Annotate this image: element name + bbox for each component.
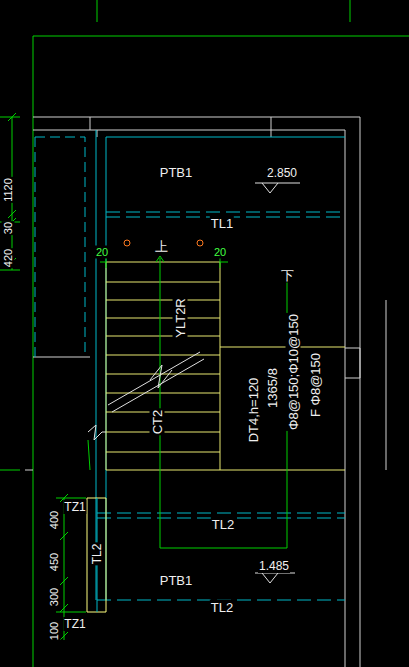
drawing-label: 1.485 — [258, 559, 290, 573]
drawing-label: DT4,h=120 — [246, 377, 261, 444]
drawing-label: YLT2R — [173, 297, 188, 339]
drawing-label: TZ1 — [63, 500, 86, 514]
drawing-label: TL2 — [210, 600, 234, 615]
drawing-label: 2.850 — [266, 166, 298, 180]
drawing-label: PTB1 — [159, 165, 194, 180]
drawing-label: 1120 — [2, 177, 15, 203]
drawing-label: 420 — [2, 248, 15, 268]
drawing-label: F Φ8@150 — [308, 352, 323, 418]
drawing-label: 100 — [48, 621, 61, 641]
drawing-label: TL1 — [210, 216, 234, 231]
drawing-label: 30 — [2, 221, 15, 235]
drawing-label: CT2 — [150, 409, 165, 436]
drawing-label: 20 — [213, 246, 227, 259]
drawing-label: Φ8@150;Φ10@150 — [286, 313, 301, 431]
drawing-label: 20 — [95, 246, 109, 259]
drawing-label: 300 — [48, 587, 61, 607]
drawing-label: PTB1 — [159, 573, 194, 588]
drawing-label: TZ1 — [63, 617, 86, 631]
drawing-label: TL2 — [211, 517, 235, 532]
drawing-label: 450 — [48, 552, 61, 572]
drawing-label: 1365/8 — [265, 367, 280, 409]
drawing-label: 400 — [48, 510, 61, 530]
drawing-label: TL2 — [90, 543, 104, 566]
drawing-label: 上 — [154, 239, 169, 254]
drawing-label: 下 — [280, 268, 295, 283]
